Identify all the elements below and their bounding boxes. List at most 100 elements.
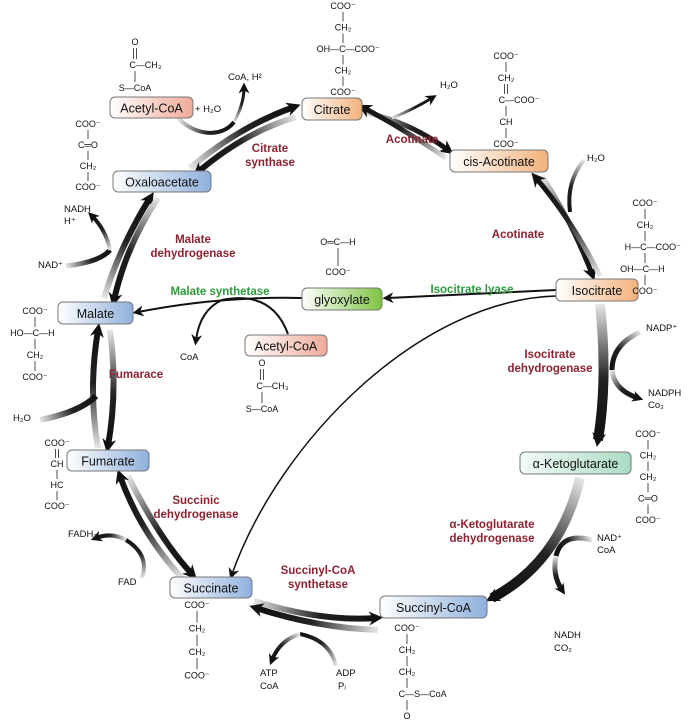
cofactor-nadh-akg: NADH xyxy=(554,630,581,641)
arrow-isocitrate-to-cis-aconitate xyxy=(531,172,603,278)
cofactor-fad: FAD xyxy=(118,577,137,588)
enzyme-malate-dh-line2: dehydrogenase xyxy=(151,248,236,260)
arrow-h2o-input-cis xyxy=(567,158,586,213)
metabolite-cis-aconitate: cis-Acotinate xyxy=(449,149,549,173)
structure-group: COO⁻ xyxy=(22,372,48,382)
metabolite-boxes: Acetyl-CoA Citrate cis-AcotinateIsocitrate… xyxy=(57,96,639,619)
structure-group: COO⁻ xyxy=(330,1,356,11)
cofactor-coa-akg: CoA xyxy=(597,545,616,556)
structure-group: CH₂ xyxy=(640,451,657,461)
structure-group: S—CoA xyxy=(246,404,279,414)
cofactor-coa-h: CoA, H² xyxy=(228,72,262,83)
structure-group: COO⁻ xyxy=(44,438,70,448)
enzyme-succinic-dh-line1: Succinic xyxy=(172,495,220,507)
structure-group: COO⁻ xyxy=(75,182,101,192)
metabolite-alpha-ketoglutarate: α-Ketoglutarate xyxy=(519,451,632,475)
arrow-h2o-input-fumarate xyxy=(39,393,99,423)
arrow-isocitrate-to-succinate xyxy=(228,295,557,580)
cofactor-h2o-cis: H₂O xyxy=(587,153,605,164)
metabolite-citrate: Citrate xyxy=(301,97,363,121)
structure-group: COO⁻ xyxy=(493,139,519,149)
enzyme-succinyl-coa-synthetase-line1: Succinyl-CoA xyxy=(281,565,356,577)
enzyme-malate-synthetase: Malate synthetase xyxy=(170,286,269,298)
metabolite-malate: Malate xyxy=(57,301,134,325)
metabolite-glyoxylate: glyoxylate xyxy=(301,287,383,311)
cofactor-plus-h2o: + H₂O xyxy=(195,104,221,115)
structure-group: C—CH₃ xyxy=(129,60,161,70)
arrow-fadh2-output xyxy=(90,530,127,542)
enzyme-citrate-synthase-line1: Citrate xyxy=(252,143,288,155)
enzyme-malate-dh-line1: Malate xyxy=(175,234,211,246)
arrow-fad-input xyxy=(124,538,146,579)
structure-group: CH₂ xyxy=(640,472,657,482)
cofactor-pi: Pᵢ xyxy=(338,681,346,692)
cofactor-coa-glyoxylate: CoA xyxy=(180,352,199,363)
structure-group: S—CoA xyxy=(119,83,152,93)
arrow-oxaloacetate-to-malate xyxy=(108,196,161,307)
arrow-citrate-to-oxaloacetate xyxy=(192,114,297,177)
structure-group: CH₂ xyxy=(498,73,515,83)
enzyme-isocitrate-lyase: Isocitrate lyase xyxy=(430,284,513,296)
structure-group: COO⁻ xyxy=(75,119,101,129)
structure-group: CH₂ xyxy=(80,161,97,171)
structure-group: COO⁻ xyxy=(632,198,658,208)
metabolite-acetyl-coa-mid: Acetyl-CoA xyxy=(244,334,328,357)
metabolite-acetyl-coa-top: Acetyl-CoA xyxy=(109,96,194,119)
enzyme-labels: Citrate synthase Acotinate Acotinate Mal… xyxy=(109,134,593,591)
structure-group: CH xyxy=(51,459,64,469)
cofactor-h2o-citrate: H₂O xyxy=(440,80,458,91)
arrow-atp-output xyxy=(268,632,301,666)
metabolite-fumarate: Fumarate xyxy=(66,449,150,472)
structure-group: H—C—COO⁻ xyxy=(625,242,681,252)
metabolite-label: Oxaloacetate xyxy=(125,176,199,190)
arrow-succinate-to-fumarate xyxy=(115,469,185,581)
metabolite-label: Citrate xyxy=(314,103,351,117)
structure-group: COO⁻ xyxy=(493,51,519,61)
structure-group: COO⁻ xyxy=(184,671,210,681)
metabolite-succinyl-coa: Succinyl-CoA xyxy=(379,595,488,619)
structure-group: COO⁻ xyxy=(325,267,351,277)
arrow-malate-to-fumarate xyxy=(102,329,117,453)
cofactor-co2-akg: CO₂ xyxy=(554,643,572,654)
structure-group: O═C—H xyxy=(320,237,355,247)
arrow-fumarate-to-malate xyxy=(89,323,104,449)
structure-group: CH₂ xyxy=(399,667,416,677)
arrow-nad-coa-input xyxy=(553,535,593,557)
cofactor-nad-akg: NAD⁺ xyxy=(597,533,622,544)
structure-group: CH₂ xyxy=(637,220,654,230)
metabolite-label: α-Ketoglutarate xyxy=(533,457,619,471)
metabolite-label: cis-Acotinate xyxy=(463,155,535,169)
metabolite-label: Isocitrate xyxy=(572,284,623,298)
cofactor-nadp: NADP⁺ xyxy=(646,323,677,334)
cofactor-nadh: NADH xyxy=(64,204,91,215)
structure-group: COO⁻ xyxy=(632,286,658,296)
metabolite-succinate: Succinate xyxy=(169,576,253,599)
cofactor-h2o-fumarate: H₂O xyxy=(13,413,31,424)
arrow-cis-aconitate-to-citrate xyxy=(357,104,448,161)
metabolite-label: Fumarate xyxy=(81,455,135,469)
structure-group: O xyxy=(258,358,265,368)
structure-group: COO⁻ xyxy=(394,623,420,633)
cofactor-nad-malate: NAD⁺ xyxy=(38,260,63,271)
structure-group: C═O xyxy=(78,140,98,150)
cofactor-labels: CoA, H² + H₂O H₂O H₂O NADH H⁺ NAD⁺ NADP⁺… xyxy=(13,72,681,692)
arrow-oxaloacetate-to-citrate xyxy=(188,102,301,171)
metabolite-isocitrate: Isocitrate xyxy=(555,278,639,302)
metabolite-oxaloacetate: Oxaloacetate xyxy=(112,170,212,193)
structure-group: CH₂ xyxy=(335,66,352,76)
metabolite-label: Acetyl-CoA xyxy=(120,102,183,116)
structure-oxaloacetate: COO⁻ C═O CH₂ COO⁻ xyxy=(75,119,101,192)
structure-group: CH xyxy=(500,117,513,127)
arrow-nadph-output xyxy=(609,369,644,402)
metabolite-label: Succinyl-CoA xyxy=(396,601,472,615)
structure-group: CH₂ xyxy=(27,350,44,360)
metabolite-label: Succinate xyxy=(184,582,239,596)
structure-glyoxylate: O═C—H COO⁻ xyxy=(320,237,355,277)
arrow-nadh-co2-output xyxy=(552,555,566,595)
metabolite-label: glyoxylate xyxy=(314,293,370,307)
